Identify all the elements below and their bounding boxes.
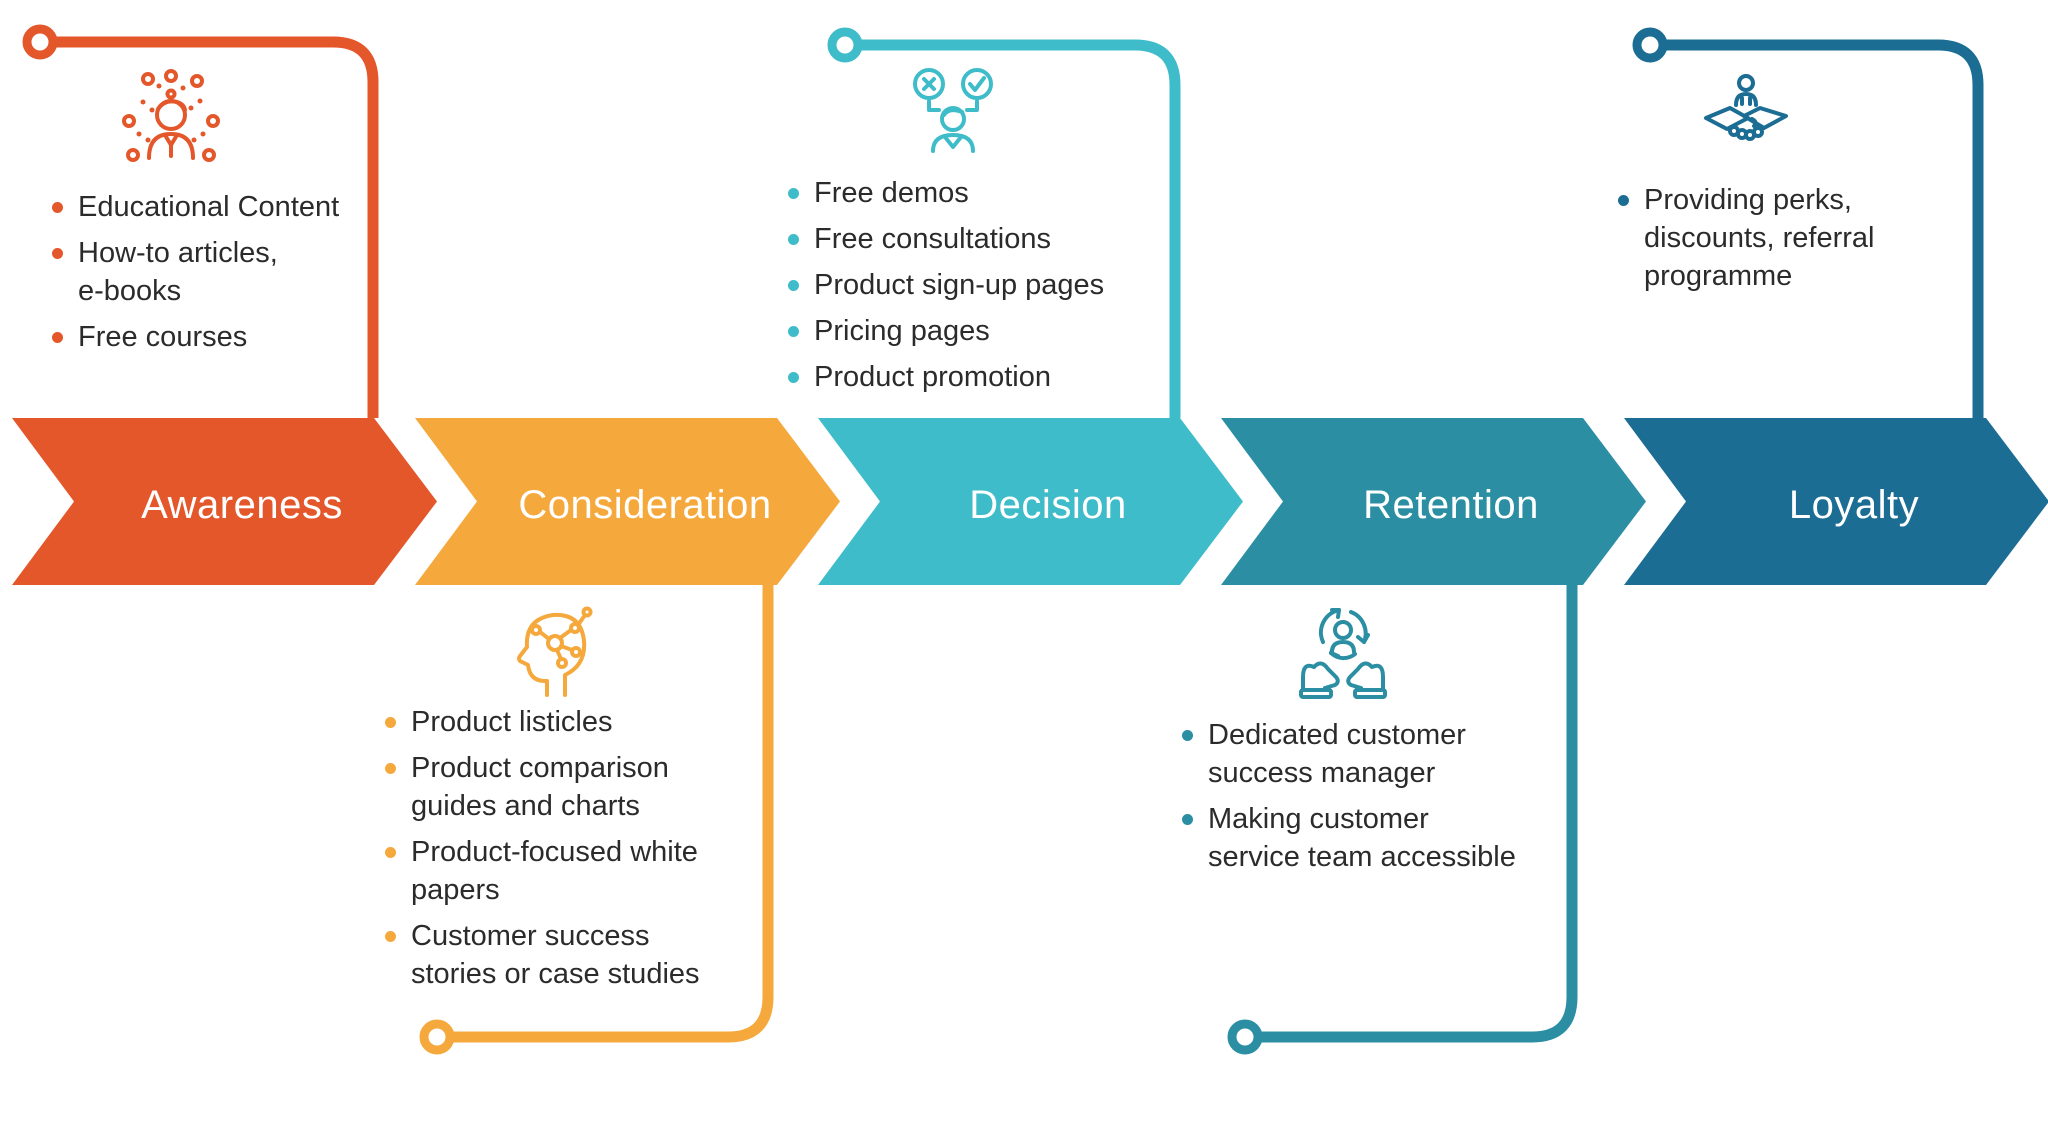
handshake-person-icon [1704, 74, 1788, 141]
chevron-awareness [12, 418, 437, 585]
radiating-dots [136, 83, 206, 143]
bullet-dot [385, 763, 396, 774]
thinking-head-network-icon [517, 606, 593, 697]
list-item: How-to articles, e-books [52, 234, 392, 310]
loyalty-bullet-list: Providing perks, discounts, referral pro… [1618, 181, 1978, 303]
endpoint-decision-icon [827, 27, 863, 63]
list-item: Free consultations [788, 220, 1208, 258]
announcement-person-icon [122, 69, 220, 162]
hands-holding-customer-icon [1299, 608, 1387, 699]
list-item-text: Customer success stories or case studies [411, 920, 700, 990]
bullet-dot [52, 332, 63, 343]
list-item: Product listicles [385, 703, 795, 741]
list-item: Product sign-up pages [788, 266, 1208, 304]
stage-label-loyalty: Loyalty [1788, 483, 1920, 527]
stage-label-consideration: Consideration [518, 483, 772, 527]
bullet-dot [385, 931, 396, 942]
connector-retention [1245, 585, 1578, 1043]
list-item-text: Dedicated customer success manager [1208, 719, 1466, 789]
list-item: Making customer service team accessible [1182, 800, 1622, 876]
list-item-text: Making customer service team accessible [1208, 803, 1516, 873]
bullet-dot [385, 847, 396, 858]
chevron-retention [1221, 418, 1646, 585]
list-item-text: How-to articles, e-books [78, 237, 278, 307]
bullet-dot [788, 372, 799, 383]
bullet-dot [1182, 730, 1193, 741]
list-item: Educational Content [52, 188, 392, 226]
chevron-band [12, 418, 2048, 585]
bullet-dot [52, 202, 63, 213]
list-item-text: Providing perks, discounts, referral pro… [1644, 184, 1875, 292]
list-item-text: Product-focused white papers [411, 836, 698, 906]
list-item-text: Free consultations [814, 223, 1051, 255]
bullet-dot [52, 248, 63, 259]
list-item-text: Pricing pages [814, 315, 990, 347]
bullet-dot [788, 280, 799, 291]
awareness-bullet-list: Educational Content How-to articles, e-b… [52, 188, 392, 364]
list-item-text: Free courses [78, 321, 248, 353]
connector-decision [845, 39, 1181, 418]
stage-label-decision: Decision [969, 483, 1127, 527]
list-item-text: Product comparison guides and charts [411, 752, 669, 822]
connector-loyalty [1650, 39, 1984, 418]
list-item-text: Free demos [814, 177, 969, 209]
chevron-decision [818, 418, 1243, 585]
chevron-loyalty [1624, 418, 2048, 585]
list-item-text: Educational Content [78, 191, 340, 223]
stage-label-retention: Retention [1363, 483, 1539, 527]
bullet-dot [788, 326, 799, 337]
list-item: Product promotion [788, 358, 1208, 396]
chevron-consideration [415, 418, 840, 585]
list-item: Pricing pages [788, 312, 1208, 350]
list-item-text: Product promotion [814, 361, 1051, 393]
endpoint-retention-icon [1227, 1019, 1263, 1055]
list-item-text: Product listicles [411, 706, 613, 738]
list-item: Providing perks, discounts, referral pro… [1618, 181, 1978, 295]
decision-bullet-list: Free demos Free consultations Product si… [788, 174, 1208, 404]
connector-lines [40, 36, 1984, 1043]
list-item: Free courses [52, 318, 392, 356]
list-item: Customer success stories or case studies [385, 917, 795, 993]
list-item: Dedicated customer success manager [1182, 716, 1622, 792]
consideration-bullet-list: Product listicles Product comparison gui… [385, 703, 795, 1001]
list-item: Product-focused white papers [385, 833, 795, 909]
bullet-dot [1182, 814, 1193, 825]
list-item-text: Product sign-up pages [814, 269, 1105, 301]
list-item: Product comparison guides and charts [385, 749, 795, 825]
stage-label-awareness: Awareness [141, 483, 343, 527]
connector-awareness [40, 36, 379, 418]
connector-endpoints [22, 24, 1668, 1055]
endpoint-consideration-icon [419, 1019, 455, 1055]
bullet-dot [1618, 195, 1629, 206]
endpoint-awareness-icon [22, 24, 58, 60]
list-item: Free demos [788, 174, 1208, 212]
bullet-dot [385, 717, 396, 728]
endpoint-loyalty-icon [1632, 27, 1668, 63]
bullet-dot [788, 188, 799, 199]
person-choice-check-cross-icon [913, 68, 993, 153]
retention-bullet-list: Dedicated customer success manager Makin… [1182, 716, 1622, 884]
connector-consideration [437, 585, 774, 1043]
bullet-dot [788, 234, 799, 245]
